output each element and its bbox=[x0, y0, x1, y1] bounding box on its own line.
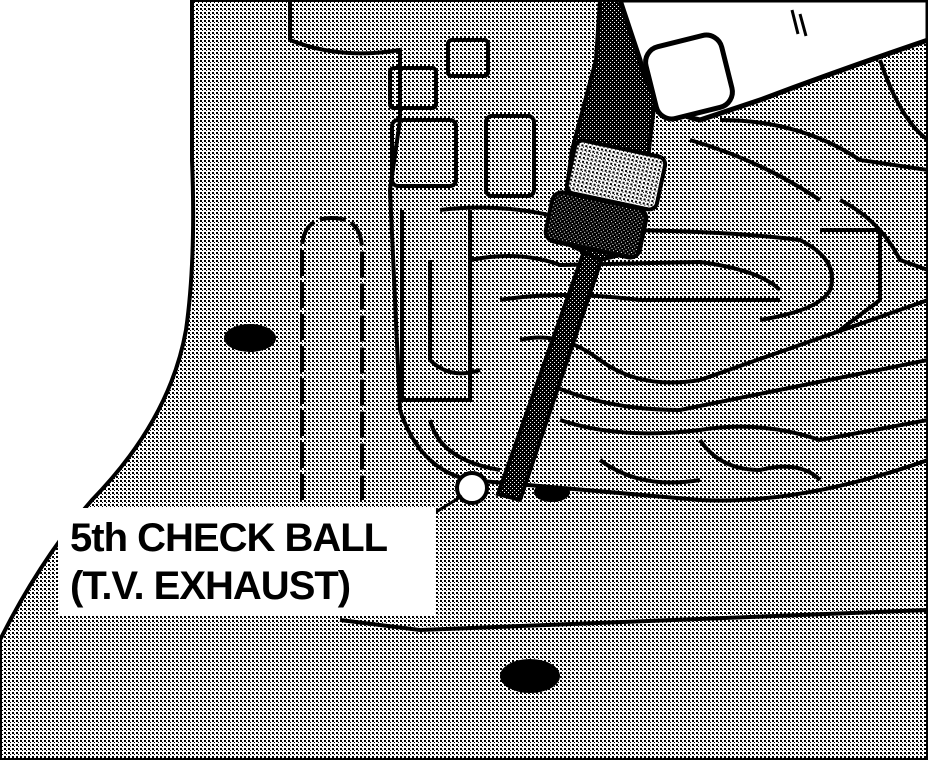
callout-label-line1: 5th CHECK BALL bbox=[70, 516, 388, 560]
pick-tool-grip bbox=[564, 138, 668, 212]
vertical-slot bbox=[300, 215, 364, 500]
callout-leader bbox=[435, 494, 463, 514]
fluid-channels bbox=[339, 38, 928, 633]
fingernail bbox=[643, 32, 735, 122]
finger-crease bbox=[790, 9, 808, 37]
callout-label-line2: (T.V. EXHAUST) bbox=[70, 564, 351, 608]
bolt-hole-bottom bbox=[500, 659, 560, 693]
callout-box bbox=[58, 508, 436, 616]
check-ball bbox=[455, 471, 489, 505]
bolt-hole-left bbox=[224, 324, 276, 352]
